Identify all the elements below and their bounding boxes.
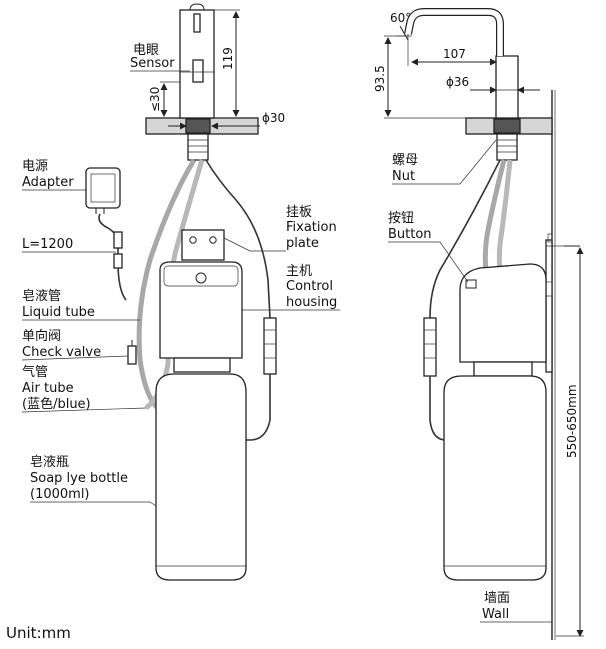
control-housing-label-en2: housing xyxy=(286,295,337,310)
button-label-cn: 按钮 xyxy=(388,211,414,226)
adapter-label-cn: 电源 xyxy=(22,159,48,174)
fixation-plate-front xyxy=(181,229,225,261)
fixation-plate-label-en2: plate xyxy=(286,236,319,251)
spout-base-height-text: 93.5 xyxy=(373,65,387,92)
nut-label-en: Nut xyxy=(392,169,415,184)
sensor-cable-side xyxy=(429,159,501,319)
wall-label-en: Wall xyxy=(482,607,509,622)
dimension-mount-hole-text: ϕ30 xyxy=(262,111,285,125)
housing-connector xyxy=(263,317,277,375)
faucet-front xyxy=(179,3,215,161)
soap-bottle-label-cn: 皂液瓶 xyxy=(30,455,69,470)
liquid-tube-front xyxy=(136,158,197,413)
liquid-tube-side xyxy=(482,159,507,277)
adapter xyxy=(85,167,121,214)
liquid-tube-label-en: Liquid tube xyxy=(22,305,95,320)
air-tube-label-color: (蓝色/blue) xyxy=(22,396,91,412)
soap-bottle-label-en: Soap lye bottle xyxy=(30,471,128,486)
body-diameter-text: ϕ36 xyxy=(446,75,469,89)
dimension-119-text: 119 xyxy=(221,47,235,70)
fixation-plate-label-en1: Fixation xyxy=(286,220,337,235)
spout-reach-text: 107 xyxy=(443,47,466,61)
button-label-en: Button xyxy=(388,227,432,242)
spout-angle-text: 60° xyxy=(390,11,411,25)
sensor-cable xyxy=(205,159,271,319)
air-tube-side xyxy=(496,159,513,277)
side-view: 60° 107 93.5 ϕ36 xyxy=(373,8,584,640)
dimension-119: 119 xyxy=(214,9,240,119)
liquid-tube-label-cn: 皂液管 xyxy=(22,289,61,304)
soap-bottle-label-capacity: (1000ml) xyxy=(30,487,90,502)
front-view: 119 ≤30 ϕ30 电眼 Sensor 电源 Adapter xyxy=(6,3,340,642)
control-housing-label-en1: Control xyxy=(286,279,333,294)
install-height-text: 550-650mm xyxy=(565,384,579,458)
fixation-plate-side xyxy=(545,239,553,373)
adapter-label-en: Adapter xyxy=(22,175,74,190)
soap-bottle-front xyxy=(155,373,247,581)
button-side xyxy=(465,279,477,289)
side-connector xyxy=(423,317,437,377)
unit-label: Unit:mm xyxy=(6,624,71,642)
nut-label-cn: 螺母 xyxy=(392,153,418,168)
check-valve-label-en: Check valve xyxy=(22,345,101,360)
dimension-sensor-depth-text: ≤30 xyxy=(148,87,162,112)
check-valve-label-cn: 单向阀 xyxy=(22,328,61,344)
cable-length-label: L=1200 xyxy=(22,237,73,252)
soap-bottle-side xyxy=(443,375,547,581)
check-valve xyxy=(127,345,137,365)
wall-label-cn: 墙面 xyxy=(484,591,510,606)
adapter-connector xyxy=(113,231,123,249)
control-housing-side xyxy=(459,263,553,377)
dimension-mount-hole: ϕ30 xyxy=(168,111,285,130)
faucet-side xyxy=(404,8,521,161)
air-tube-label-en: Air tube xyxy=(22,381,74,396)
control-housing-front xyxy=(159,261,243,373)
air-tube-label-cn: 气管 xyxy=(22,364,48,380)
dimension-sensor-depth: ≤30 xyxy=(148,81,180,117)
sensor-label-cn: 电眼 xyxy=(133,43,159,58)
fixation-plate-label-cn: 挂板 xyxy=(286,205,312,220)
control-housing-label-cn: 主机 xyxy=(286,264,312,279)
sensor-window xyxy=(192,59,204,83)
sensor-label-en: Sensor xyxy=(130,56,175,71)
